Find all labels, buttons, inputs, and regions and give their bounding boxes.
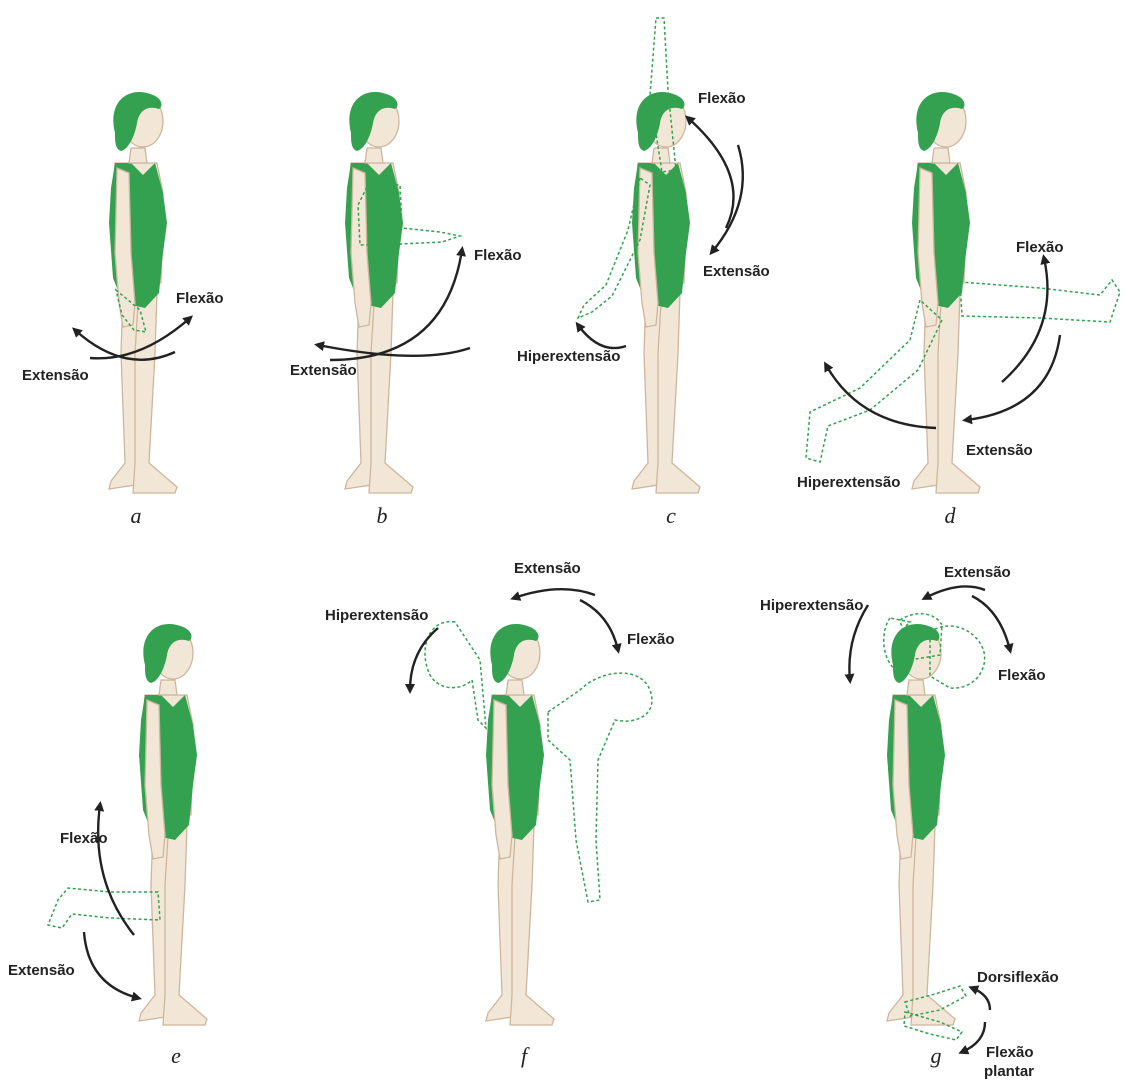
caption-f: f	[521, 1043, 530, 1068]
arrow-extension-b	[318, 345, 470, 356]
label-plantar-flexion-line2-g: plantar	[984, 1063, 1034, 1080]
arrow-dorsiflexion-g	[972, 988, 990, 1010]
figure-a: Flexão Extensão a	[22, 92, 224, 528]
caption-a: a	[131, 503, 142, 528]
person-figure-g	[887, 624, 955, 1025]
arrow-extension-f	[514, 589, 595, 598]
figure-b: Flexão Extensão b	[290, 92, 522, 528]
ghost-leg-forward-d	[960, 280, 1120, 322]
arrow-flexion-e	[98, 805, 134, 935]
person-figure-d	[912, 92, 980, 493]
ghost-leg-back-d	[806, 300, 942, 462]
arrow-extension-c	[712, 145, 743, 252]
label-hyperextension-d: Hiperextensão	[797, 474, 900, 491]
figure-c: Flexão Extensão Hiperextensão c	[517, 18, 770, 528]
arrow-extension-e	[84, 932, 138, 998]
arrow-flexion-f	[580, 600, 618, 650]
arrow-hyperextension-g	[849, 605, 868, 680]
label-extension-b: Extensão	[290, 362, 357, 379]
arrow-extension-g	[925, 586, 985, 598]
arrow-flexion-g	[972, 596, 1010, 650]
label-flexion-f: Flexão	[627, 631, 675, 648]
figure-d: Flexão Extensão Hiperextensão d	[797, 92, 1120, 528]
caption-d: d	[945, 503, 957, 528]
label-flexion-e: Flexão	[60, 830, 108, 847]
arrow-extension-d	[966, 335, 1060, 420]
person-figure-f	[486, 624, 554, 1025]
label-extension-e: Extensão	[8, 962, 75, 979]
label-flexion-b: Flexão	[474, 247, 522, 264]
label-extension-a: Extensão	[22, 367, 89, 384]
label-flexion-d: Flexão	[1016, 239, 1064, 256]
figure-g: Extensão Flexão Hiperextensão Dorsiflexã…	[760, 564, 1059, 1080]
label-plantar-flexion-line1-g: Flexão	[986, 1044, 1034, 1061]
arrow-hyperextension-d	[826, 365, 936, 428]
figure-e: Flexão Extensão e	[8, 624, 207, 1068]
label-flexion-a: Flexão	[176, 290, 224, 307]
figure-f: Extensão Flexão Hiperextensão f	[325, 560, 675, 1068]
label-flexion-g: Flexão	[998, 667, 1046, 684]
caption-b: b	[377, 503, 388, 528]
caption-e: e	[171, 1043, 181, 1068]
person-figure-a	[109, 92, 177, 493]
caption-c: c	[666, 503, 676, 528]
person-figure-b	[345, 92, 413, 493]
label-extension-g: Extensão	[944, 564, 1011, 581]
label-flexion-c: Flexão	[698, 90, 746, 107]
label-extension-f: Extensão	[514, 560, 581, 577]
caption-g: g	[931, 1043, 942, 1068]
label-extension-d: Extensão	[966, 442, 1033, 459]
arrow-flexion-d	[1002, 258, 1047, 382]
ghost-lower-leg-e	[48, 888, 160, 928]
ghost-trunk-back-f	[425, 622, 486, 728]
person-figure-e	[139, 624, 207, 1025]
label-hyperextension-f: Hiperextensão	[325, 607, 428, 624]
ghost-trunk-forward-f	[548, 673, 652, 902]
label-hyperextension-c: Hiperextensão	[517, 348, 620, 365]
arrow-hyperextension-c	[578, 325, 626, 348]
arrow-plantar-flexion-g	[962, 1022, 985, 1052]
label-extension-c: Extensão	[703, 263, 770, 280]
person-figure-c	[632, 92, 700, 493]
label-hyperextension-g: Hiperextensão	[760, 597, 863, 614]
arrow-flexion-c	[688, 118, 734, 228]
label-dorsiflexion-g: Dorsiflexão	[977, 969, 1059, 986]
